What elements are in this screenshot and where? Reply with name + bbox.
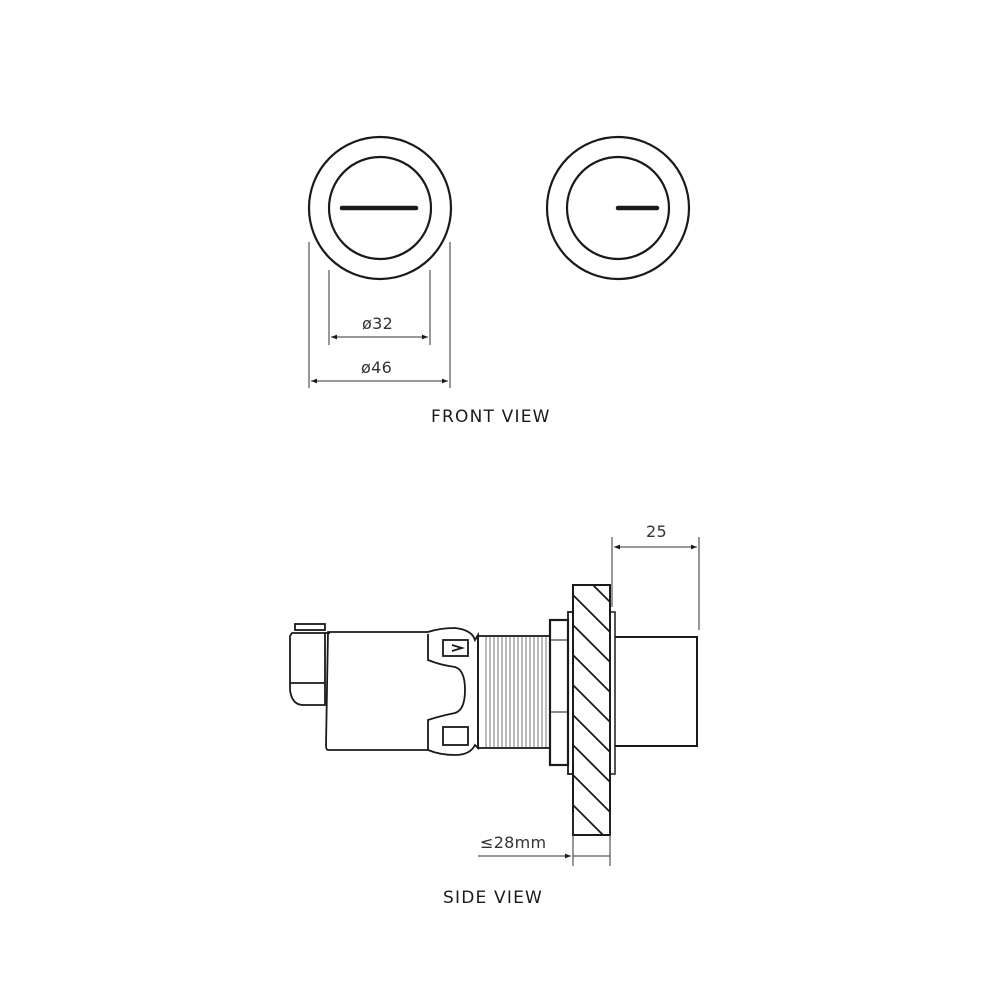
- outer-diameter-label: ø46: [361, 358, 393, 377]
- inner-diameter-label: ø32: [362, 314, 394, 333]
- side-dimension-lines: [478, 537, 700, 866]
- side-view-title: SIDE VIEW: [443, 888, 544, 908]
- thread-lines: [485, 637, 547, 747]
- wall-thickness-label: ≤28mm: [480, 833, 547, 852]
- projection-dimension-label: 25: [646, 522, 667, 541]
- front-view-title: FRONT VIEW: [431, 407, 551, 427]
- half-flush-button-front: [545, 135, 691, 281]
- side-view-assembly: [289, 584, 698, 836]
- front-dimension-lines: [308, 242, 451, 388]
- wall-hatching: [573, 585, 610, 835]
- full-flush-button-front: [307, 135, 453, 281]
